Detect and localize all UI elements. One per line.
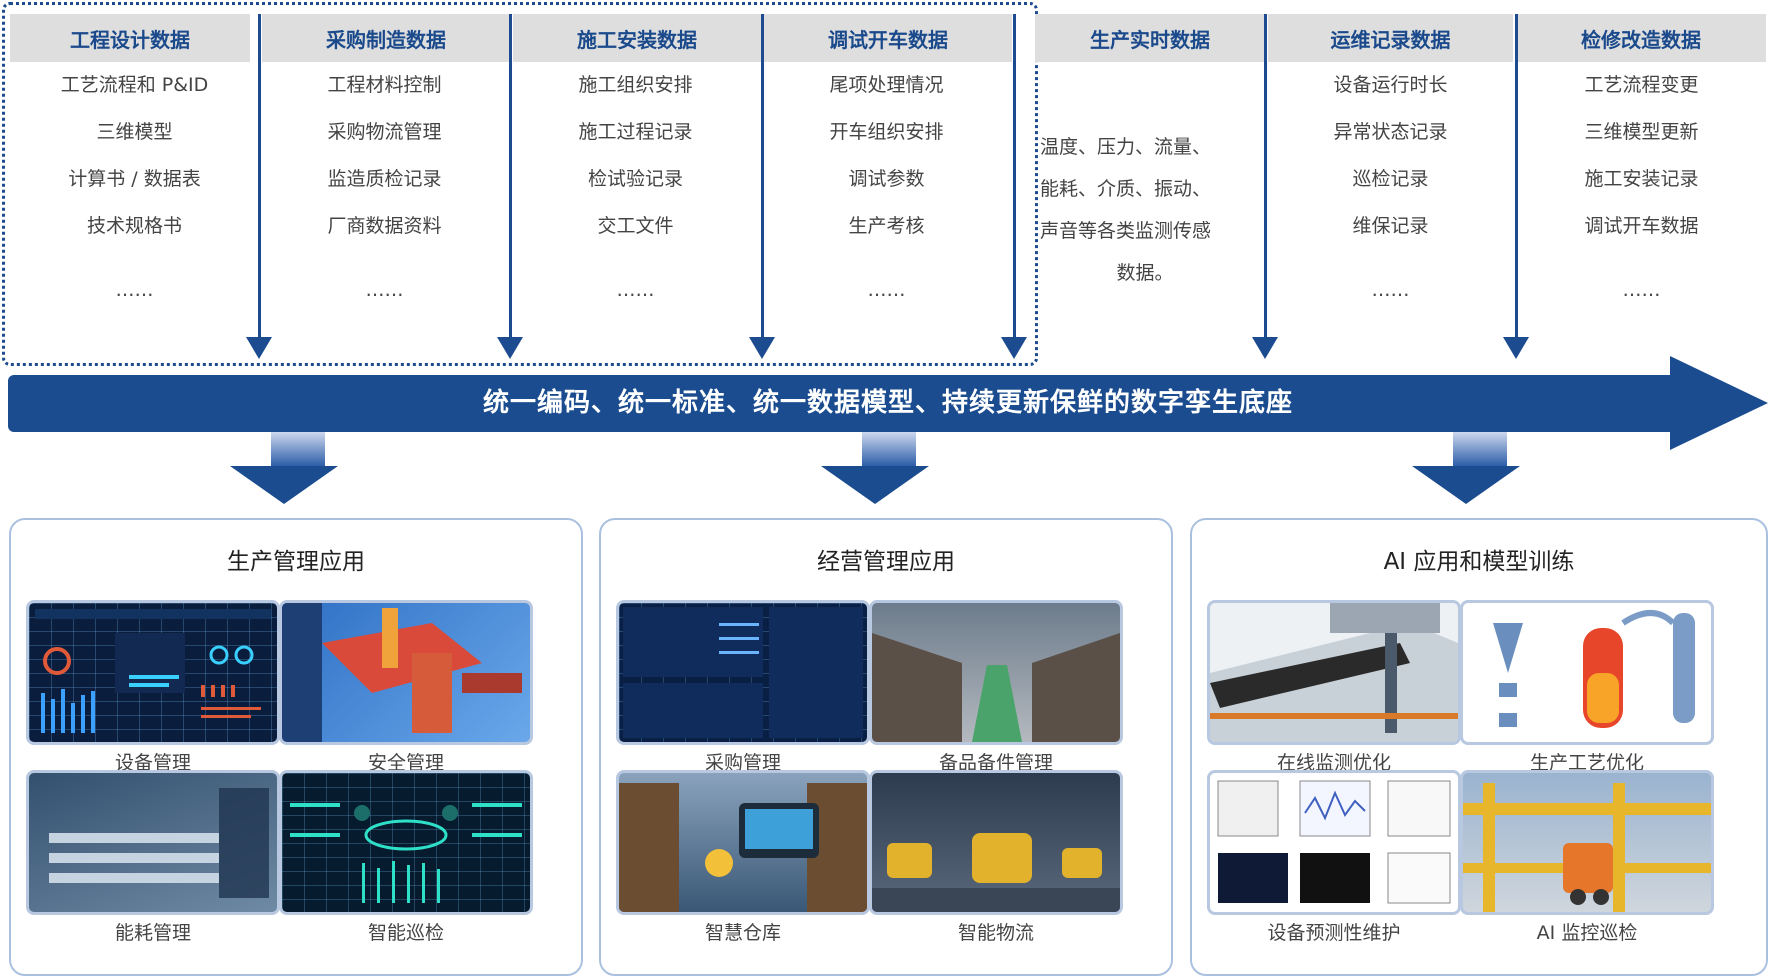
list-item: 开车组织安排 [829, 121, 944, 143]
arrow-down-icon [1001, 337, 1027, 359]
thumbnail-caption: AI 监控巡检 [1536, 922, 1638, 944]
list-item: 工艺流程和 P&ID [60, 74, 209, 96]
col-realtime-text: 温度、压力、流量、 能耗、介质、振动、 声音等各类监测传感 数据。 [1040, 126, 1250, 294]
col-engineering-items: 工艺流程和 P&ID 三维模型 计算书 / 数据表 技术规格书 …… [24, 62, 245, 301]
thumbnail-caption: 能耗管理 [114, 922, 191, 944]
arrow-down-icon [497, 337, 523, 359]
list-item: 温度、压力、流量、 [1040, 136, 1212, 158]
list-item: 工程材料控制 [327, 74, 442, 96]
thumbnail-caption: 采购管理 [704, 752, 781, 774]
col-header-maintenance: 运维记录数据 [1268, 14, 1513, 62]
thumbnail-caption: 设备管理 [114, 752, 191, 774]
arrow-down-icon [246, 337, 272, 359]
ai-patrol-thumbnail[interactable] [1460, 770, 1714, 915]
col-header-construction: 施工安装数据 [513, 14, 761, 62]
energy-3d-thumbnail[interactable] [26, 770, 280, 915]
col-header-revamp: 检修改造数据 [1516, 14, 1766, 62]
smart-logistics-thumbnail[interactable] [869, 770, 1123, 915]
list-item: 施工过程记录 [578, 121, 693, 143]
panel-title: 生产管理应用 [227, 549, 365, 575]
list-item: 工艺流程变更 [1584, 74, 1699, 96]
arrow-down-icon [749, 337, 775, 359]
equipment-dashboard-thumbnail[interactable] [26, 600, 280, 745]
list-item: 异常状态记录 [1333, 121, 1448, 143]
list-item: 调试开车数据 [1584, 215, 1699, 237]
panel-title: 经营管理应用 [817, 549, 955, 575]
col-header-commissioning: 调试开车数据 [764, 14, 1012, 62]
flow-arrow-line [1264, 14, 1267, 337]
digital-twin-band-label: 统一编码、统一标准、统一数据模型、持续更新保鲜的数字孪生底座 [482, 388, 1293, 418]
process-optimization-thumbnail[interactable] [1460, 600, 1714, 745]
list-item: 三维模型 [96, 121, 173, 143]
thumbnail-caption: 安全管理 [367, 752, 444, 774]
list-item: 尾项处理情况 [829, 74, 944, 96]
col-maintenance-items: 设备运行时长 异常状态记录 巡检记录 维保记录 …… [1280, 62, 1501, 301]
thumbnail-caption: 智能巡检 [367, 922, 444, 944]
panel-title: AI 应用和模型训练 [1383, 549, 1575, 575]
col-procurement-items: 工程材料控制 采购物流管理 监造质检记录 厂商数据资料 …… [274, 62, 495, 301]
list-item: …… [616, 279, 655, 301]
list-item: 计算书 / 数据表 [68, 168, 201, 190]
spare-parts-thumbnail[interactable] [869, 600, 1123, 745]
list-item: …… [365, 279, 404, 301]
list-item: 交工文件 [597, 215, 674, 237]
col-construction-items: 施工组织安排 施工过程记录 检试验记录 交工文件 …… [525, 62, 746, 301]
thumbnail-caption: 在线监测优化 [1276, 752, 1391, 774]
list-item: 施工安装记录 [1584, 168, 1699, 190]
procurement-dashboard-thumbnail[interactable] [616, 600, 870, 745]
arrow-down-icon [1252, 337, 1278, 359]
list-item: 数据。 [1116, 262, 1174, 284]
list-item: 检试验记录 [587, 168, 683, 190]
arrow-right-icon [1670, 356, 1768, 450]
inspection-dashboard-thumbnail[interactable] [279, 770, 533, 915]
list-item: …… [1622, 279, 1661, 301]
block-arrow-down-icon [230, 432, 338, 504]
flow-arrow-line [258, 14, 261, 337]
block-arrow-down-icon [821, 432, 929, 504]
flow-arrow-line [1515, 14, 1518, 337]
thumbnail-caption: 智能物流 [957, 922, 1034, 944]
predictive-maintenance-thumbnail[interactable] [1207, 770, 1461, 915]
list-item: 施工组织安排 [578, 74, 693, 96]
col-header-procurement: 采购制造数据 [262, 14, 510, 62]
flow-arrow-line [761, 14, 764, 337]
list-item: 生产考核 [848, 215, 925, 237]
thumbnail-caption: 备品备件管理 [938, 752, 1053, 774]
panel-production-management: 生产管理应用 设备管理 安全管理 [9, 518, 583, 976]
digital-twin-band [8, 375, 1678, 432]
list-item: 声音等各类监测传感 [1040, 220, 1212, 242]
arrow-down-icon [1503, 337, 1529, 359]
col-header-realtime: 生产实时数据 [1035, 14, 1265, 62]
list-item: 三维模型更新 [1584, 121, 1699, 143]
list-item: 维保记录 [1352, 215, 1429, 237]
list-item: 采购物流管理 [327, 121, 442, 143]
col-commissioning-items: 尾项处理情况 开车组织安排 调试参数 生产考核 …… [776, 62, 997, 301]
list-item: 巡检记录 [1352, 168, 1429, 190]
panel-business-management: 经营管理应用 采购管理 备品备件管理 智慧仓库 [599, 518, 1173, 976]
flow-arrow-line [1013, 14, 1016, 337]
flow-arrow-line [509, 14, 512, 337]
list-item: 调试参数 [848, 168, 925, 190]
block-arrow-down-icon [1412, 432, 1520, 504]
list-item: …… [1371, 279, 1410, 301]
smart-warehouse-thumbnail[interactable] [616, 770, 870, 915]
col-header-engineering: 工程设计数据 [10, 14, 250, 62]
panel-ai-applications: AI 应用和模型训练 在线监测优化 生产工艺优化 [1190, 518, 1768, 976]
design-to-commissioning-group [2, 2, 1038, 366]
thumbnail-caption: 设备预测性维护 [1267, 922, 1401, 944]
list-item: …… [115, 279, 154, 301]
thumbnail-caption: 智慧仓库 [704, 922, 781, 944]
list-item: 技术规格书 [86, 215, 182, 237]
list-item: 设备运行时长 [1333, 74, 1448, 96]
thumbnail-caption: 生产工艺优化 [1529, 752, 1644, 774]
online-monitoring-thumbnail[interactable] [1207, 600, 1461, 745]
list-item: 厂商数据资料 [327, 215, 442, 237]
safety-3d-thumbnail[interactable] [279, 600, 533, 745]
list-item: …… [867, 279, 906, 301]
col-revamp-items: 工艺流程变更 三维模型更新 施工安装记录 调试开车数据 …… [1531, 62, 1752, 301]
list-item: 监造质检记录 [327, 168, 442, 190]
list-item: 能耗、介质、振动、 [1040, 178, 1212, 200]
